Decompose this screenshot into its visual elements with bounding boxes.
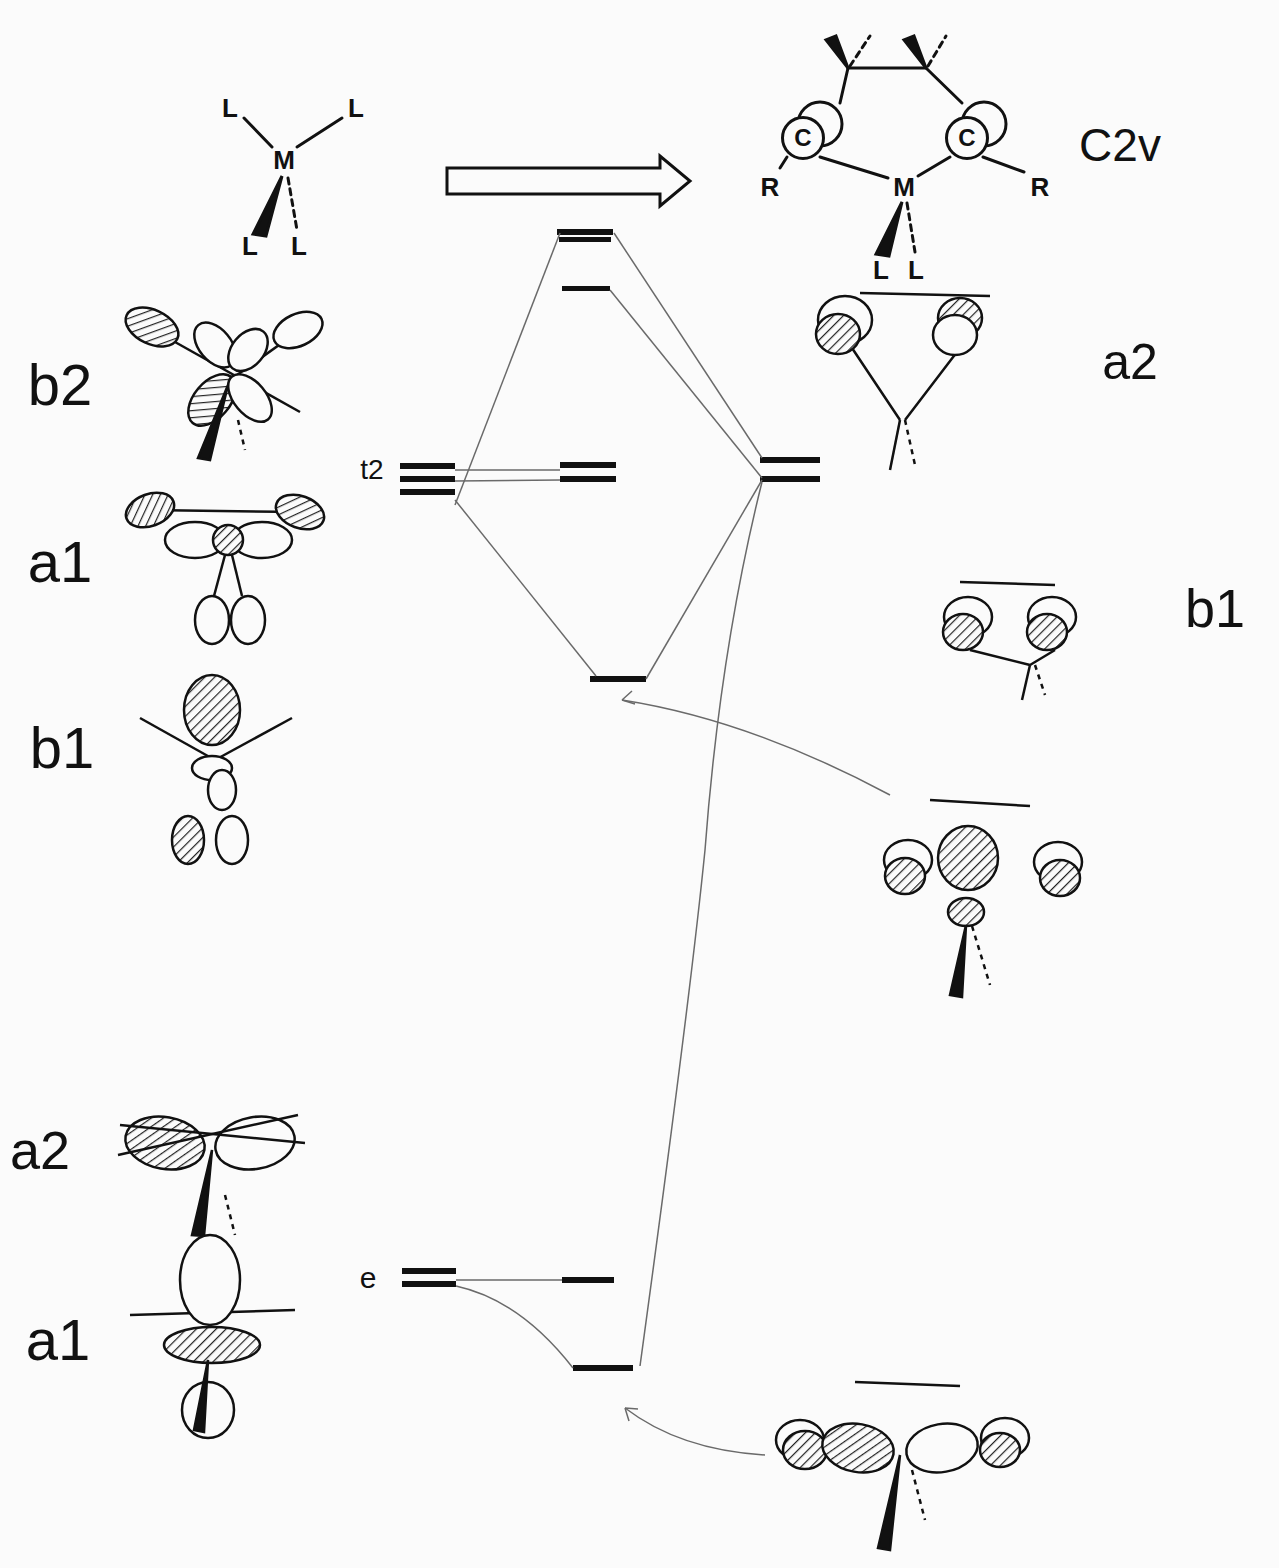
atom-label: L — [222, 95, 238, 121]
atom-label: M — [893, 174, 915, 200]
symmetry-label: a2 — [10, 1123, 70, 1177]
atom-label: R — [1031, 174, 1050, 200]
symmetry-label: e — [360, 1263, 377, 1293]
atom-symbol: C — [958, 126, 975, 150]
atom-label: L — [291, 233, 307, 259]
atom-label: R — [761, 174, 780, 200]
symmetry-label: a1 — [26, 1311, 91, 1369]
atom-label: L — [348, 95, 364, 121]
atom-label: M — [273, 147, 295, 173]
atom-label: L — [908, 257, 924, 283]
carbon-atom-circle: C — [781, 116, 825, 160]
atom-label: L — [873, 257, 889, 283]
symmetry-label: b1 — [30, 719, 95, 777]
atom-label: L — [242, 233, 258, 259]
symmetry-label: b2 — [28, 356, 93, 414]
atom-symbol: C — [794, 126, 811, 150]
symmetry-label: a2 — [1102, 337, 1158, 387]
symmetry-label: b1 — [1185, 581, 1245, 635]
symmetry-label: a1 — [28, 533, 93, 591]
point-group-label: C2v — [1079, 122, 1161, 168]
carbon-atom-circle: C — [945, 116, 989, 160]
symmetry-label: t2 — [360, 456, 383, 484]
